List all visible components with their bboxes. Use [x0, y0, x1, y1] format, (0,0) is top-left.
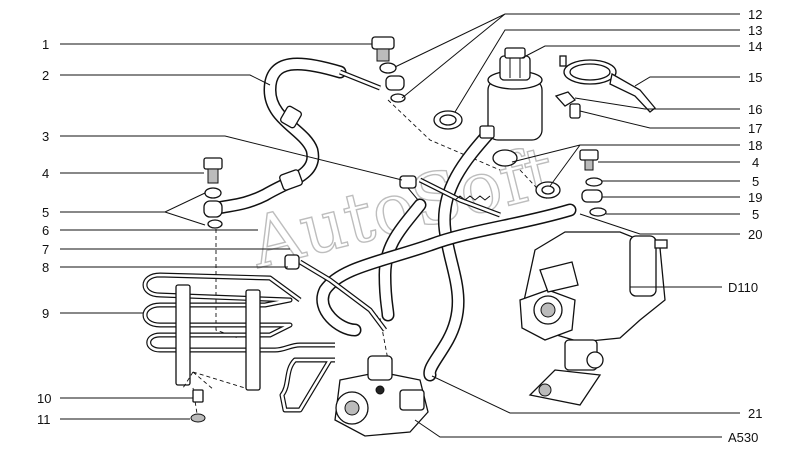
spring-clip	[454, 195, 491, 201]
banjo-bolt-right	[579, 149, 607, 217]
label-9: 9	[42, 306, 49, 321]
power-steering-pump	[334, 355, 429, 437]
label-19: 19	[748, 190, 762, 205]
label-16: 16	[748, 102, 762, 117]
hose-upper-return	[211, 57, 381, 215]
hose-clamp-upper	[433, 110, 463, 130]
label-3: 3	[42, 129, 49, 144]
label-7: 7	[42, 242, 49, 257]
label-5-right-lower: 5	[752, 207, 759, 222]
nut-16-bolt-17	[554, 91, 581, 119]
oil-cooler-loop	[142, 272, 335, 413]
labels-left: 1 2 3 4 5 6 7 8 9 10 11	[37, 37, 51, 427]
bolt-10-washer-11	[190, 389, 206, 423]
label-13: 13	[748, 23, 762, 38]
label-a530: A530	[728, 430, 758, 445]
assembly-dashed-lines	[192, 99, 549, 421]
label-2: 2	[42, 68, 49, 83]
leader-lines	[60, 13, 740, 438]
bracket-15	[559, 55, 656, 113]
label-6: 6	[42, 223, 49, 238]
label-4-right: 4	[752, 155, 759, 170]
clamp-3	[399, 175, 419, 201]
reservoir	[479, 47, 543, 141]
banjo-bolt-top	[371, 36, 395, 62]
label-5: 5	[42, 205, 49, 220]
label-17: 17	[748, 121, 762, 136]
label-12: 12	[748, 7, 762, 22]
washer-top	[379, 62, 406, 103]
label-18: 18	[748, 138, 762, 153]
hose-middle-return	[316, 198, 577, 337]
pressure-pipe	[298, 177, 501, 332]
labels-right: 12 13 14 15 16 17 18 4 5 19 5 20 D110 21…	[728, 7, 762, 445]
label-4: 4	[42, 166, 49, 181]
label-15: 15	[748, 70, 762, 85]
label-10: 10	[37, 391, 51, 406]
hose-reservoir-to-pump	[423, 125, 497, 382]
label-1: 1	[42, 37, 49, 52]
label-d110: D110	[728, 280, 758, 295]
label-14: 14	[748, 39, 762, 54]
banjo-bolt-left	[203, 157, 223, 229]
label-21: 21	[748, 406, 762, 421]
clip-7-8	[284, 254, 300, 270]
label-11: 11	[37, 412, 51, 427]
label-8: 8	[42, 260, 49, 275]
hose-clamps-18	[492, 149, 561, 199]
banjo-fitting-top	[385, 75, 405, 91]
steering-gearbox	[519, 231, 668, 406]
label-5-right-upper: 5	[752, 174, 759, 189]
label-20: 20	[748, 227, 762, 242]
